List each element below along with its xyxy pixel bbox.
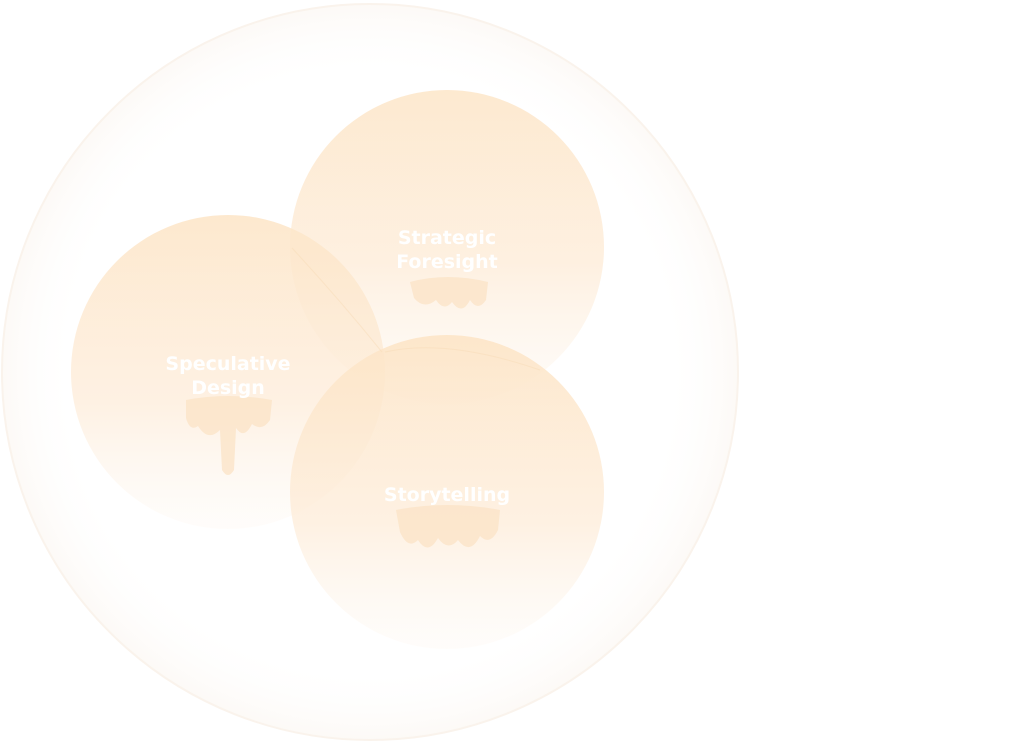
speculative-label-line1: Speculative	[165, 353, 290, 375]
strategic-label-line1: Strategic	[398, 227, 496, 249]
overlap-accent	[291, 247, 383, 353]
drip-shape	[410, 277, 488, 309]
overlap-accent	[384, 347, 541, 371]
strategic-label-line2: Foresight	[396, 251, 498, 273]
storytelling-label: Storytelling	[384, 484, 510, 506]
circle-storytelling: Storytelling	[290, 335, 604, 649]
drip-shape	[396, 505, 500, 548]
speculative-label-line2: Design	[191, 377, 265, 399]
drip-shape	[186, 396, 272, 475]
